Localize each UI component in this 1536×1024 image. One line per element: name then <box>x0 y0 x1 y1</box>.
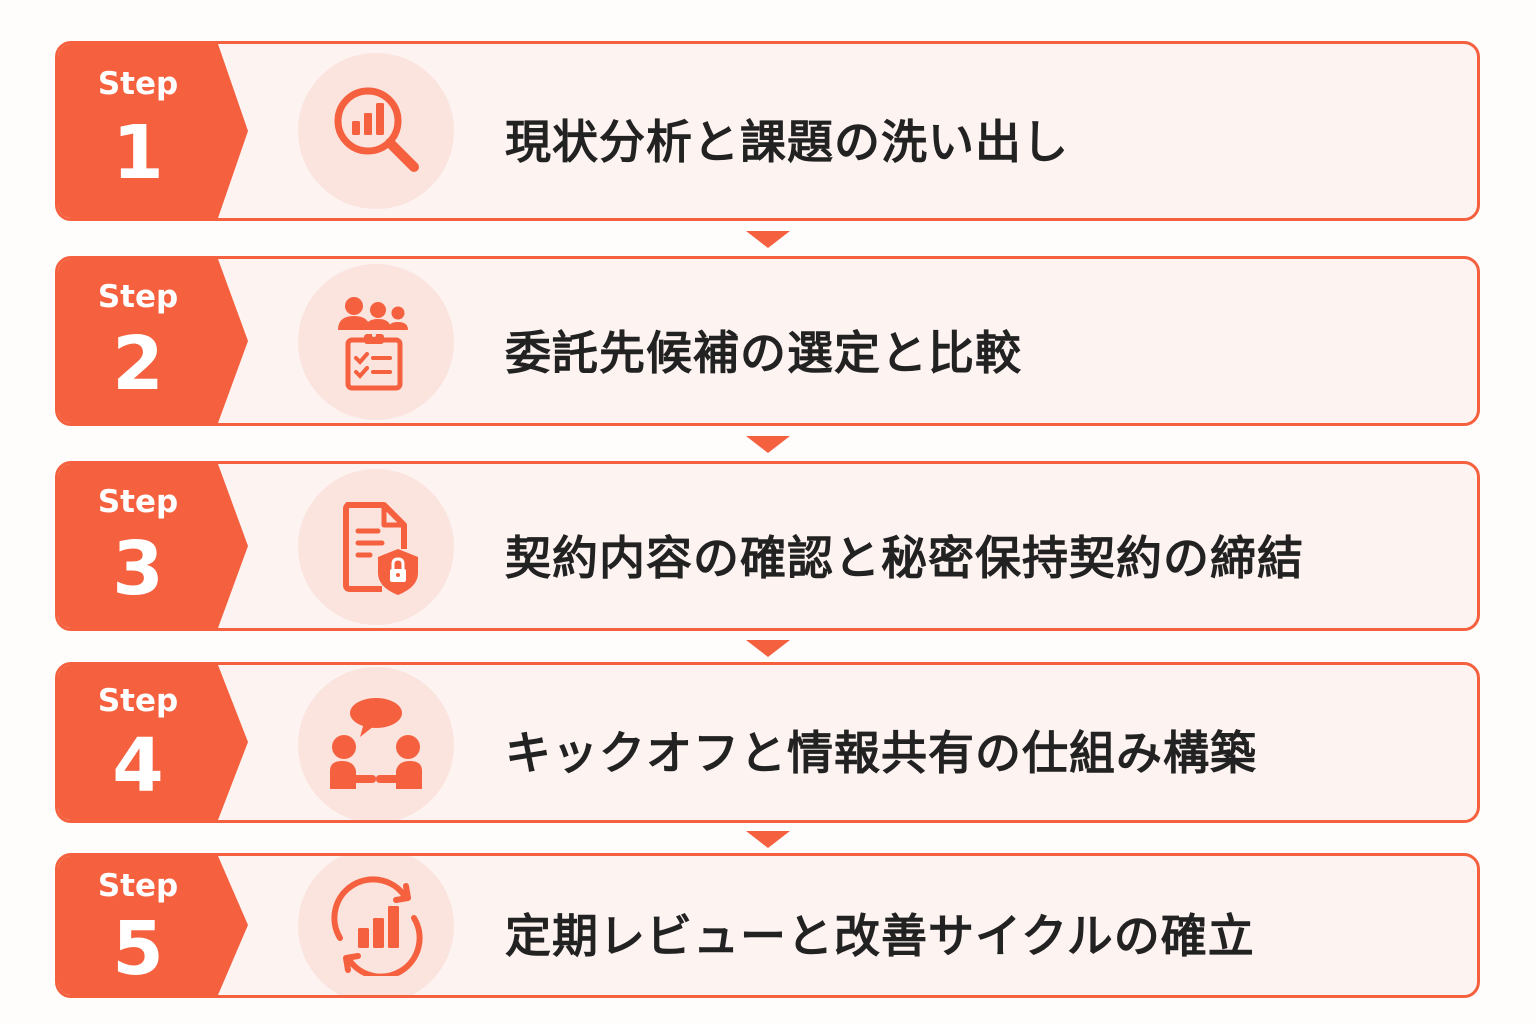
step-label: Step <box>97 683 179 719</box>
conversation-people-icon <box>298 667 454 820</box>
down-arrow-icon <box>746 436 790 453</box>
step-number: 4 <box>112 723 164 809</box>
step-label: Step <box>97 66 179 102</box>
step-card-3: Step 3 契約内容の確認と秘密保持契約の締結 <box>55 461 1480 631</box>
step-title: 契約内容の確認と秘密保持契約の締結 <box>505 531 1304 585</box>
step-badge-5: Step 5 <box>58 856 253 995</box>
step-badge-4: Step 4 <box>58 665 253 820</box>
cycle-bar-chart-icon <box>298 856 454 995</box>
step-number: 1 <box>112 110 164 196</box>
step-label: Step <box>97 279 179 315</box>
step-label: Step <box>97 484 179 520</box>
step-title: キックオフと情報共有の仕組み構築 <box>505 726 1257 780</box>
down-arrow-icon <box>746 231 790 248</box>
step-number: 2 <box>112 321 164 407</box>
step-number: 3 <box>112 526 164 612</box>
down-arrow-icon <box>746 831 790 848</box>
step-title: 定期レビューと改善サイクルの確立 <box>505 909 1255 963</box>
document-shield-lock-icon <box>298 469 454 625</box>
down-arrow-icon <box>746 640 790 657</box>
magnifier-bar-chart-icon <box>298 53 454 209</box>
step-card-5: Step 5 定期レビューと改善サイクルの確立 <box>55 853 1480 998</box>
step-card-2: Step 2 委託先候補の選定と比較 <box>55 256 1480 426</box>
step-title: 委託先候補の選定と比較 <box>505 326 1022 380</box>
step-card-4: Step 4 キックオフと情報共有の仕組み構築 <box>55 662 1480 823</box>
step-badge-2: Step 2 <box>58 259 253 423</box>
step-label: Step <box>97 868 179 904</box>
step-card-1: Step 1 現状分析と課題の洗い出し <box>55 41 1480 221</box>
step-number: 5 <box>112 906 164 992</box>
step-badge-1: Step 1 <box>58 44 253 218</box>
step-title: 現状分析と課題の洗い出し <box>505 115 1069 169</box>
people-clipboard-checklist-icon <box>298 264 454 420</box>
step-badge-3: Step 3 <box>58 464 253 628</box>
